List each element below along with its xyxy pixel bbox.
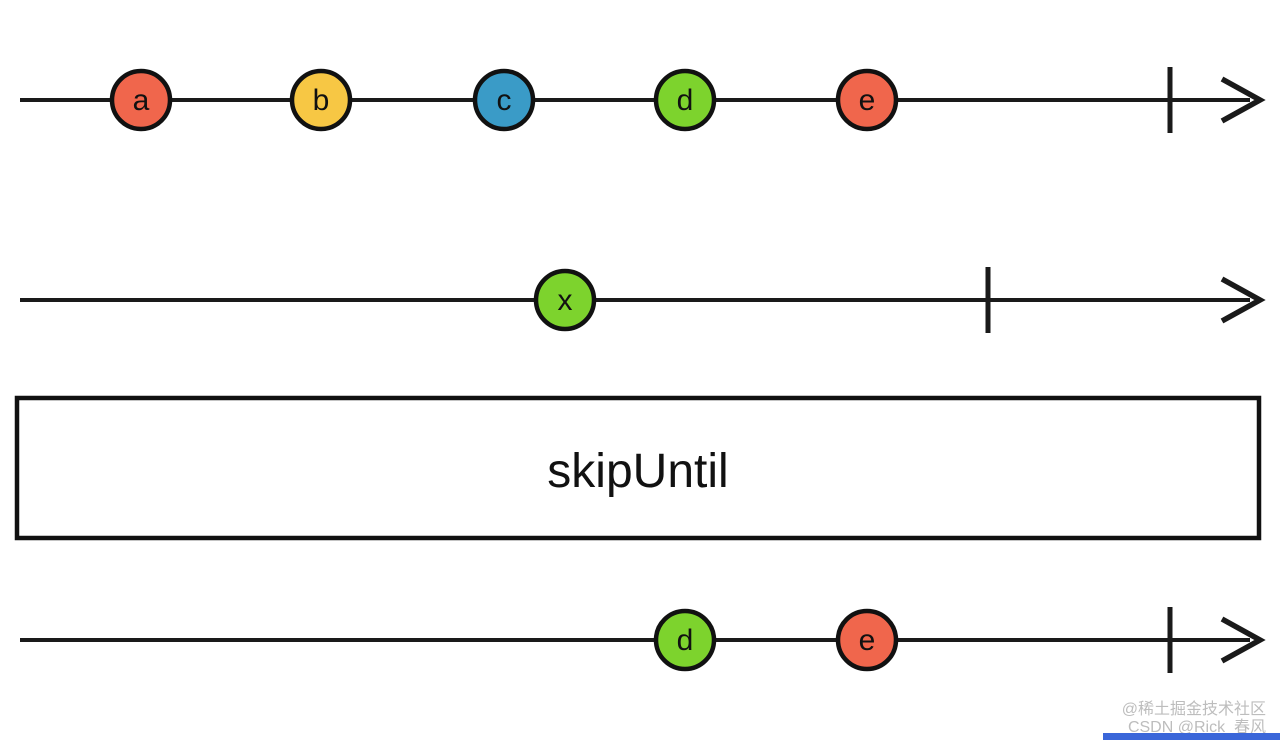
marble-label-e: e [859, 84, 876, 117]
marble-label-a: a [133, 84, 150, 117]
marble-label-d: d [677, 84, 694, 117]
source-stream: a b c d e [20, 67, 1266, 133]
bottom-accent-bar [1103, 733, 1280, 740]
watermark-line1: @稀土掘金技术社区 [1122, 700, 1266, 718]
watermark: @稀土掘金技术社区 CSDN @Rick_春风 [1103, 700, 1280, 740]
operator-box-frame [14, 395, 1262, 541]
marble-circle-d [653, 68, 717, 132]
marble-circle-c [472, 68, 536, 132]
marble-circle-b [289, 68, 353, 132]
watermark-line2: CSDN @Rick_春风 [1128, 718, 1266, 736]
operator-label: skipUntil [547, 445, 728, 498]
output-stream: d e [20, 607, 1266, 673]
marble-label-b: b [313, 84, 330, 117]
marble-label-output-e: e [859, 624, 876, 657]
source-arrowhead-icon [1220, 76, 1266, 124]
notifier-stream: x [20, 267, 1266, 333]
marble-label-c: c [497, 84, 512, 117]
operator-box: skipUntil [14, 395, 1262, 541]
marble-label-output-d: d [677, 624, 694, 657]
marble-circle-e [835, 68, 899, 132]
marble-circle-x [533, 268, 597, 332]
marble-circle-a [109, 68, 173, 132]
notifier-arrowhead-icon [1220, 276, 1266, 324]
marble-circle-output-d [653, 608, 717, 672]
marble-label-x: x [558, 284, 573, 317]
output-arrowhead-icon [1220, 616, 1266, 664]
marble-circle-output-e [835, 608, 899, 672]
